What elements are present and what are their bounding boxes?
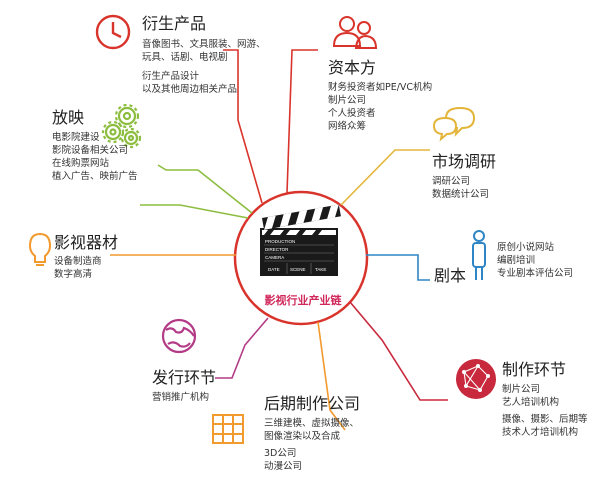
node-production-desc2-2: 技术人才培训机构: [502, 427, 579, 438]
node-postproduction-desc2-1: 3D公司: [264, 448, 297, 459]
connector-postproduction: [317, 321, 346, 431]
node-capital-title: 资本方: [328, 58, 377, 77]
node-market-title: 市场调研: [432, 152, 497, 171]
node-postproduction-desc2-2: 动漫公司: [264, 461, 303, 472]
node-production: 制作环节 制片公司 艺人培训机构 摄像、摄影、后期等 技术人才培训机构: [502, 360, 588, 439]
node-postproduction: 后期制作公司 三维建模、虚拟摄像、 图像渲染以及合成 3D公司 动漫公司: [264, 394, 360, 473]
node-production-desc-2: 艺人培训机构: [502, 397, 560, 408]
node-distribution-title: 发行环节: [152, 368, 217, 387]
node-equipment-desc-2: 数字高清: [54, 269, 93, 280]
clock-icon: [95, 14, 131, 50]
chat-bubbles-icon: [432, 106, 476, 142]
node-screening-title: 放映: [52, 108, 85, 127]
node-derivatives-desc2-1: 衍生产品设计: [142, 71, 200, 82]
clapperboard-icon: PRODUCTION DIRECTOR CAMERA DATE SCENE TA…: [260, 204, 341, 276]
connector-script: [366, 254, 430, 281]
node-postproduction-desc-1: 三维建模、虚拟摄像、: [264, 418, 360, 429]
node-derivatives-desc-1: 音像图书、文具服装、网游、: [142, 39, 266, 50]
node-derivatives: 衍生产品 音像图书、文具服装、网游、 玩具、话剧、电视剧 衍生产品设计 以及其他…: [142, 14, 266, 96]
node-script-desc-3: 专业剧本评估公司: [497, 268, 574, 279]
node-production-title: 制作环节: [502, 360, 567, 379]
connector-derivatives: [223, 49, 263, 204]
globe-icon: [161, 318, 197, 354]
node-capital: 资本方 财务投资者如PE/VC机构 制片公司 个人投资者 网络众筹: [328, 58, 432, 133]
network-globe-icon: [456, 359, 496, 399]
node-postproduction-title: 后期制作公司: [264, 394, 361, 413]
node-script-desc-2: 编剧培训: [497, 255, 536, 266]
clapper-line-production: PRODUCTION: [265, 239, 295, 244]
node-distribution-desc-1: 营销推广机构: [152, 392, 210, 403]
node-equipment-title: 影视器材: [54, 233, 119, 252]
node-script-desc-1: 原创小说网站: [497, 242, 555, 253]
connector-distribution: [215, 317, 269, 379]
node-distribution: 发行环节 营销推广机构: [152, 368, 216, 404]
center-title: 影视行业产业链: [264, 294, 342, 307]
lightbulb-icon: [28, 232, 52, 266]
node-equipment-desc-1: 设备制造商: [54, 256, 102, 267]
node-market: 市场调研 调研公司 数据统计公司: [432, 152, 496, 201]
connector-production: [349, 301, 448, 401]
clapper-line-scene: SCENE: [290, 267, 306, 272]
node-screening-desc-3: 在线购票网站: [52, 158, 110, 169]
node-derivatives-title: 衍生产品: [142, 14, 207, 33]
node-market-desc-2: 数据统计公司: [432, 189, 490, 200]
node-screening-desc-2: 影院设备相关公司: [52, 145, 129, 156]
node-capital-desc-3: 个人投资者: [328, 108, 376, 119]
node-screening-desc-1: 电影院建设: [52, 132, 100, 143]
person-icon: [472, 230, 486, 280]
node-capital-desc-4: 网络众筹: [328, 121, 367, 132]
node-derivatives-desc-2: 玩具、话剧、电视剧: [142, 52, 228, 63]
node-script: 原创小说网站 编剧培训 专业剧本评估公司: [497, 241, 573, 280]
node-equipment: 影视器材 设备制造商 数字高清: [54, 233, 118, 281]
node-screening-desc-4: 植入广告、映前广告: [52, 171, 138, 182]
clapper-line-director: DIRECTOR: [265, 247, 289, 252]
node-capital-desc-2: 制片公司: [328, 95, 367, 106]
clapper-line-camera: CAMERA: [265, 255, 284, 260]
node-derivatives-desc2-2: 以及其他周边相关产品: [142, 84, 238, 95]
clapper-line-take: TAKE: [315, 267, 326, 272]
film-grid-icon: [212, 414, 244, 444]
node-production-desc2-1: 摄像、摄影、后期等: [502, 414, 588, 425]
connector-screening-upper: [140, 204, 249, 219]
node-market-desc-1: 调研公司: [432, 176, 471, 187]
connector-capital: [286, 49, 318, 194]
clapper-line-date: DATE: [268, 267, 280, 272]
node-capital-desc-1: 财务投资者如PE/VC机构: [328, 82, 433, 93]
node-postproduction-desc-2: 图像渲染以及合成: [264, 431, 341, 442]
node-screening: 放映 电影院建设 影院设备相关公司 在线购票网站 植入广告、映前广告: [52, 108, 138, 183]
connector-screening: [157, 164, 253, 214]
node-production-desc-1: 制片公司: [502, 384, 541, 395]
gears-icon: [101, 103, 142, 149]
people-icon: [332, 16, 378, 49]
connector-market: [340, 149, 430, 206]
node-script-title: 剧本: [434, 266, 467, 285]
